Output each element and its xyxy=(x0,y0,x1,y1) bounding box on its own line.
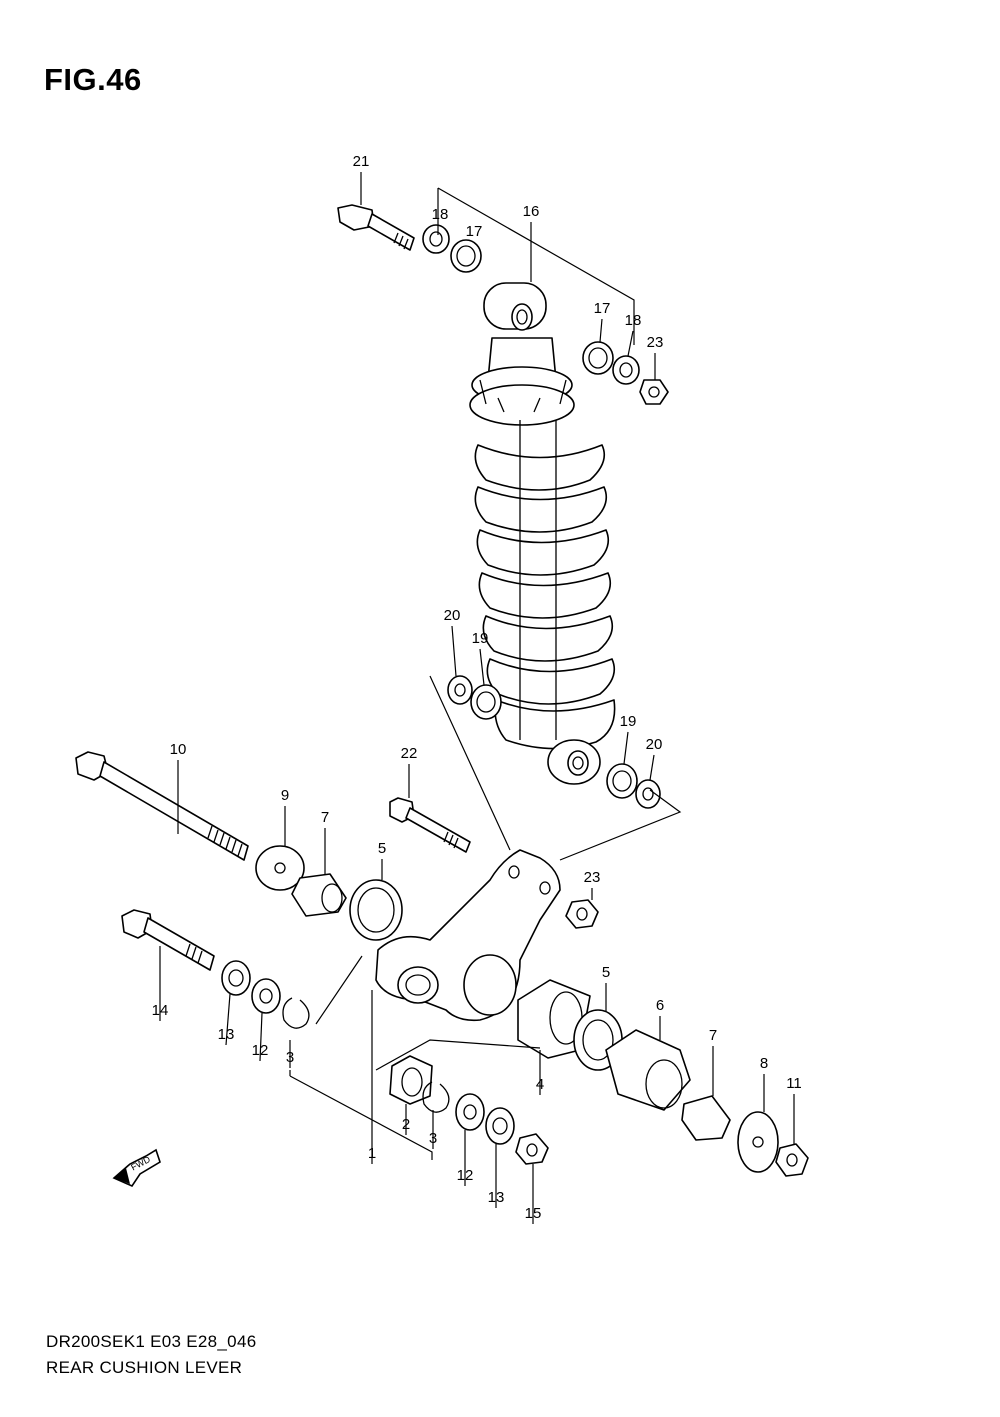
callout-16: 16 xyxy=(523,203,540,220)
callout-3: 3 xyxy=(429,1130,437,1147)
callout-20: 20 xyxy=(444,607,461,624)
callout-leader-17 xyxy=(599,318,603,343)
callout-19: 19 xyxy=(620,713,637,730)
left-lever-hardware xyxy=(255,845,403,941)
callout-11: 11 xyxy=(786,1075,802,1092)
callout-1: 1 xyxy=(368,1145,376,1162)
model-code: DR200SEK1 E03 E28_046 xyxy=(46,1332,257,1351)
lower-shock-washers xyxy=(447,675,661,809)
callout-leader-20 xyxy=(649,754,655,781)
lever-mount-bolt xyxy=(121,909,215,971)
callout-13: 13 xyxy=(488,1189,505,1206)
lever-nut xyxy=(565,899,599,929)
callout-13: 13 xyxy=(218,1026,235,1043)
right-lever-hardware xyxy=(517,979,809,1177)
callout-7: 7 xyxy=(321,809,329,826)
left-group-bracket xyxy=(289,955,433,1160)
callout-15: 15 xyxy=(525,1205,542,1222)
callout-8: 8 xyxy=(760,1055,768,1072)
callout-leader-19 xyxy=(623,731,629,765)
shock-lower-bolt xyxy=(389,797,471,853)
lower-mount-hardware xyxy=(389,1055,549,1165)
callout-3: 3 xyxy=(286,1049,294,1066)
callout-6: 6 xyxy=(656,997,664,1014)
callout-22: 22 xyxy=(401,745,418,762)
upper-group-bracket xyxy=(437,187,635,345)
callout-12: 12 xyxy=(457,1167,474,1184)
callout-leader-20 xyxy=(451,625,457,677)
callout-19: 19 xyxy=(472,630,489,647)
callout-12: 12 xyxy=(252,1042,269,1059)
callout-7: 7 xyxy=(709,1027,717,1044)
callout-leader-19 xyxy=(479,648,485,686)
callout-leader-12 xyxy=(259,1012,263,1062)
callout-10: 10 xyxy=(170,741,187,758)
shock-upper-bolt xyxy=(337,204,415,251)
fwd-arrow: FWD xyxy=(112,1148,161,1188)
upper-mount-hardware xyxy=(422,224,669,405)
left-mount-hardware xyxy=(221,960,310,1029)
callout-21: 21 xyxy=(353,153,370,170)
callout-23: 23 xyxy=(647,334,664,351)
callout-9: 9 xyxy=(281,787,289,804)
callout-14: 14 xyxy=(152,1002,169,1019)
callout-leaders xyxy=(159,172,795,1224)
callout-20: 20 xyxy=(646,736,663,753)
callout-leader-18 xyxy=(627,330,634,357)
lower-leader xyxy=(375,1039,541,1071)
callout-17: 17 xyxy=(466,223,483,240)
rear-shock-absorber xyxy=(469,282,616,785)
cushion-lever xyxy=(375,849,561,1022)
callout-2: 2 xyxy=(402,1116,410,1133)
callout-5: 5 xyxy=(602,964,610,981)
figure-title: FIG.46 xyxy=(44,62,142,97)
lower-group-bracket xyxy=(429,675,682,861)
callout-23: 23 xyxy=(584,869,601,886)
callout-leader-13 xyxy=(225,993,231,1046)
callout-18: 18 xyxy=(432,206,449,223)
callout-5: 5 xyxy=(378,840,386,857)
lever-long-bolt xyxy=(75,751,249,861)
callout-17: 17 xyxy=(594,300,611,317)
callout-4: 4 xyxy=(536,1076,544,1093)
callout-18: 18 xyxy=(625,312,642,329)
lever-nut-hole xyxy=(576,907,588,921)
diagram-caption: REAR CUSHION LEVER xyxy=(46,1358,243,1377)
